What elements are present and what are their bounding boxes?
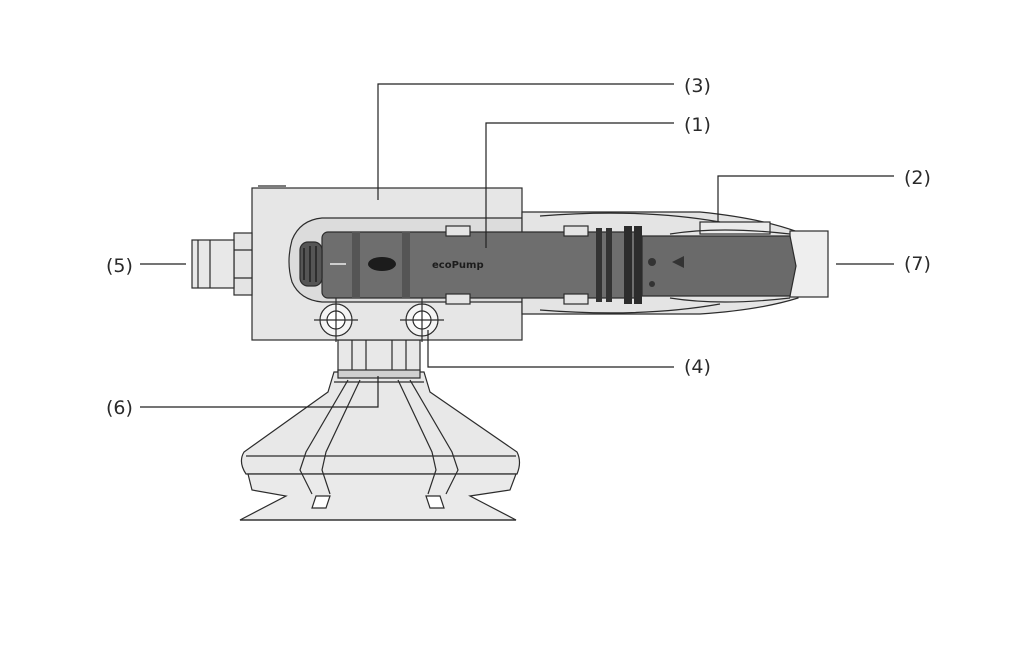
- cup-foot-right: [425, 495, 445, 509]
- mounting-screws: [314, 298, 444, 342]
- connector-tube: [191, 239, 235, 289]
- callout-3: (3): [684, 75, 711, 97]
- leader-2: [717, 175, 894, 222]
- callout-labels: (3) (1) (2) (5) (7) (4) (6): [106, 75, 931, 419]
- product-mark: ecoPump: [432, 260, 484, 271]
- cup-lower-lip: [239, 473, 517, 521]
- callout-6: (6): [106, 397, 133, 419]
- brand-oval: [368, 257, 396, 271]
- suction-cup: [239, 339, 521, 521]
- callout-5: (5): [106, 255, 133, 277]
- leader-3: [377, 83, 674, 200]
- screw-left: [314, 298, 358, 342]
- pump-cartridge: ecoPump: [299, 225, 797, 305]
- leader-4: [427, 330, 674, 368]
- cup-foot-left: [311, 495, 331, 509]
- leader-lines: [140, 83, 894, 408]
- air-connector: [191, 232, 253, 296]
- callout-2: (2): [904, 167, 931, 189]
- leader-1: [485, 122, 674, 248]
- connector-nut: [233, 232, 253, 296]
- cup-neck: [337, 339, 421, 373]
- screw-right: [400, 298, 444, 342]
- cup-upper-bellow: [240, 371, 521, 475]
- callout-7: (7): [904, 253, 931, 275]
- pump-nozzle: [641, 235, 797, 297]
- callout-4: (4): [684, 356, 711, 378]
- callout-1: (1): [684, 114, 711, 136]
- outlet-cap: [699, 221, 771, 235]
- leader-6: [140, 376, 379, 408]
